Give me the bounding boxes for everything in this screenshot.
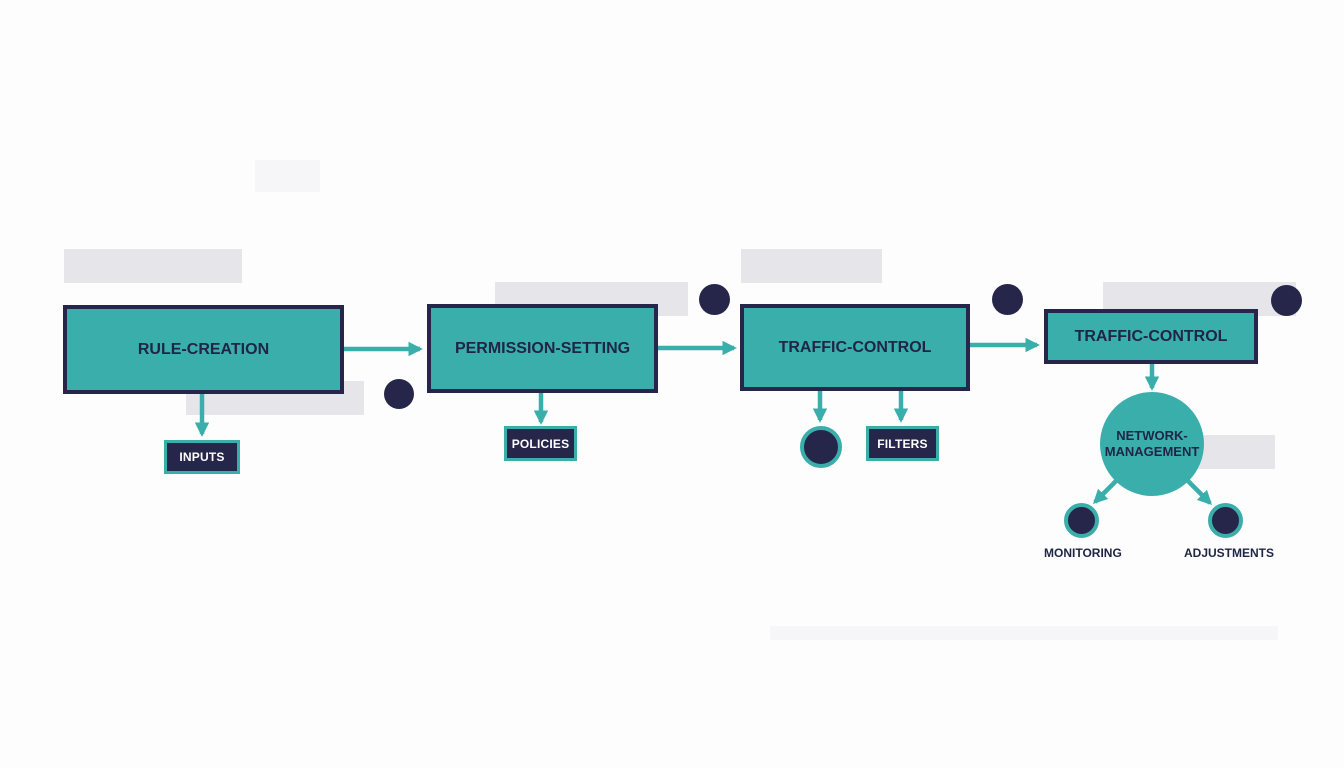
stage-label: PERMISSION-SETTING <box>454 339 631 357</box>
stage-rule-creation[interactable]: RULE-CREATION <box>63 305 344 394</box>
output-node[interactable] <box>800 426 842 468</box>
marker-dot <box>384 379 414 409</box>
stage-traffic-control-2[interactable]: TRAFFIC-CONTROL <box>1044 309 1258 364</box>
stage-label: TRAFFIC-CONTROL <box>778 338 932 356</box>
arrow-hub-to-monitoring <box>1092 478 1119 505</box>
placeholder-bar-bottom <box>770 626 1278 640</box>
node-adjustments[interactable] <box>1208 503 1243 538</box>
stage-permission-setting[interactable]: PERMISSION-SETTING <box>427 304 658 393</box>
stage-label: TRAFFIC-CONTROL <box>1074 327 1228 345</box>
marker-dot <box>699 284 730 315</box>
tag-label: POLICIES <box>511 436 570 451</box>
tag-label: INPUTS <box>179 450 225 464</box>
hub-label-line2: MANAGEMENT <box>1104 444 1200 459</box>
marker-dot <box>1271 285 1302 316</box>
placeholder-bar <box>64 249 242 283</box>
tag-filters[interactable]: FILTERS <box>866 426 939 461</box>
label-monitoring: MONITORING <box>1044 546 1122 560</box>
marker-dot <box>992 284 1023 315</box>
tag-inputs[interactable]: INPUTS <box>164 440 240 474</box>
tag-policies[interactable]: POLICIES <box>504 426 577 461</box>
placeholder-bar <box>741 249 882 283</box>
node-monitoring[interactable] <box>1064 503 1099 538</box>
hub-network-management[interactable]: NETWORK- MANAGEMENT <box>1100 392 1204 496</box>
stage-label: RULE-CREATION <box>137 340 270 358</box>
placeholder-bar-top <box>255 160 320 192</box>
hub-label-line1: NETWORK- <box>1116 428 1188 444</box>
label-adjustments: ADJUSTMENTS <box>1184 546 1275 560</box>
arrow-hub-to-adjustments <box>1185 478 1213 506</box>
tag-label: FILTERS <box>877 436 928 451</box>
stage-traffic-control[interactable]: TRAFFIC-CONTROL <box>740 304 970 391</box>
